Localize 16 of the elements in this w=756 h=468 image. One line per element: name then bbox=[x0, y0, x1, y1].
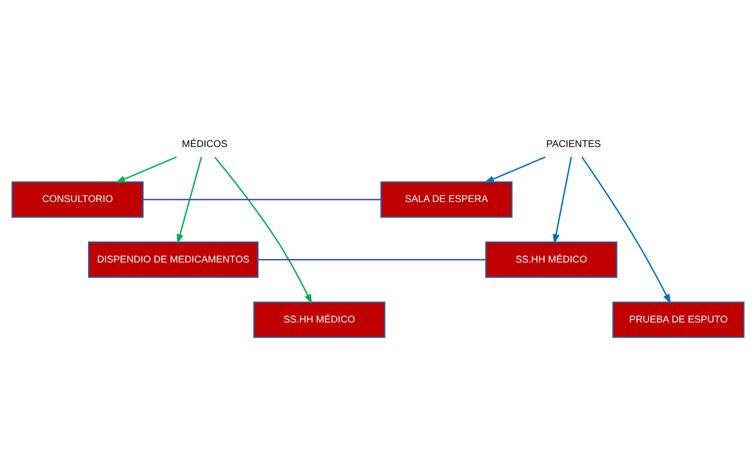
node-box: DISPENDIO DE MEDICAMENTOS bbox=[88, 240, 259, 278]
arrow bbox=[214, 156, 312, 304]
node-box: PRUEBA DE ESPUTO bbox=[612, 301, 744, 338]
connector bbox=[142, 198, 381, 200]
node-box: SS.HH MÉDICO bbox=[253, 301, 386, 338]
arrow bbox=[581, 156, 671, 304]
arrow bbox=[115, 156, 177, 182]
node-box: SS.HH MÉDICO bbox=[485, 240, 618, 278]
arrow bbox=[484, 156, 546, 182]
connector bbox=[258, 258, 486, 260]
node-text: MÉDICOS bbox=[182, 138, 228, 150]
node-text: PACIENTES bbox=[546, 138, 601, 150]
node-box: CONSULTORIO bbox=[12, 180, 144, 218]
arrow bbox=[552, 156, 572, 244]
node-box: SALA DE ESPERA bbox=[380, 180, 512, 218]
arrow bbox=[176, 156, 202, 244]
